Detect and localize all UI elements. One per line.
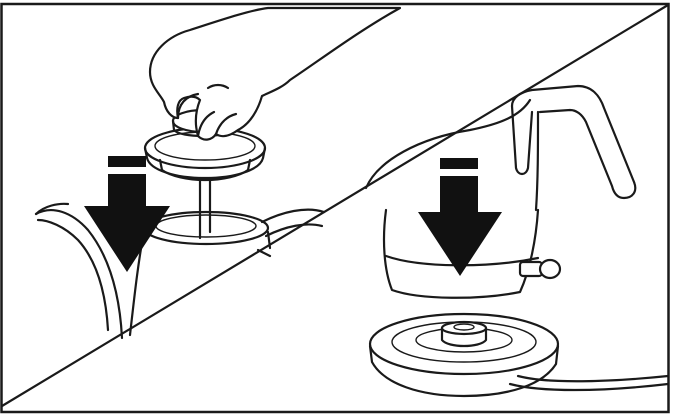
panel-kettle-placement xyxy=(364,84,670,398)
electric-kettle-icon xyxy=(364,84,637,299)
gooseneck-kettle-icon xyxy=(34,202,326,340)
power-base-icon xyxy=(368,312,670,398)
down-arrow-icon xyxy=(84,156,170,272)
panel-filter-insertion xyxy=(34,6,402,340)
panel-divider xyxy=(1,4,669,407)
down-arrow-icon xyxy=(418,158,502,276)
hand-icon xyxy=(148,6,402,141)
